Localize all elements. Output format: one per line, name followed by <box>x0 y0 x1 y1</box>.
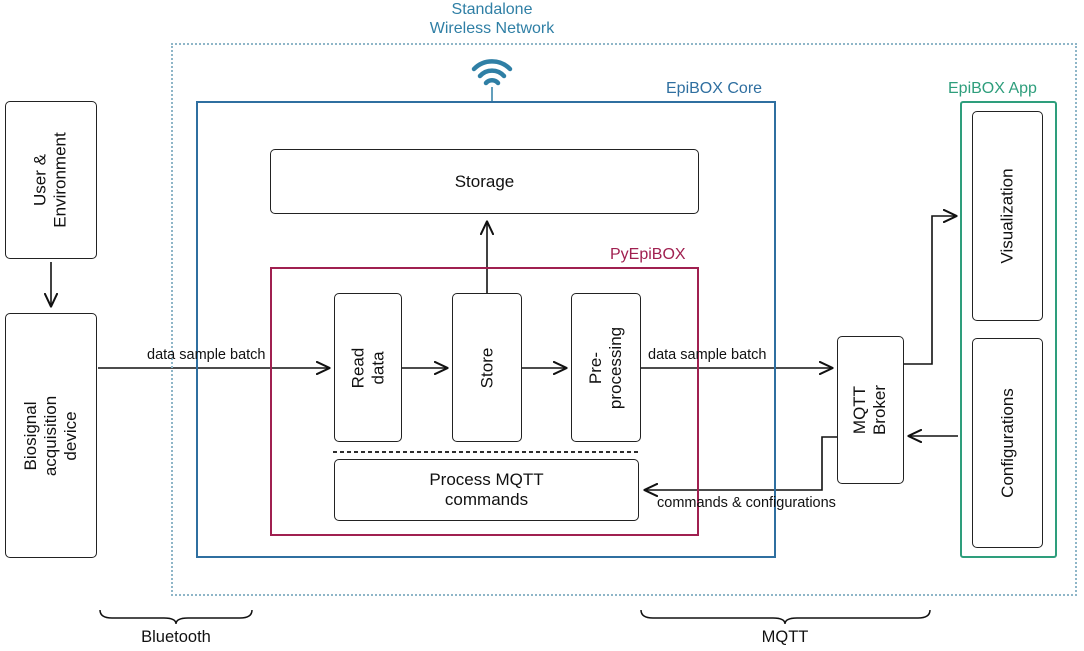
preprocessing-box: Pre- processing <box>571 293 641 442</box>
edge-label-output-batch: data sample batch <box>648 347 767 363</box>
store-box: Store <box>452 293 522 442</box>
user-environment-label: User & Environment <box>31 132 70 228</box>
bluetooth-brace <box>99 609 253 625</box>
mqtt-broker-label: MQTT Broker <box>850 384 890 436</box>
epibox-app-region <box>960 101 1057 558</box>
user-environment-box: User & Environment <box>5 101 97 259</box>
arrow-broker-to-visualization <box>904 216 956 365</box>
epibox-app-title: EpiBOX App <box>948 80 1037 97</box>
mqtt-brace <box>640 609 931 625</box>
bluetooth-label: Bluetooth <box>141 628 211 646</box>
process-mqtt-label: Process MQTT commands <box>429 470 544 509</box>
wireless-network-region <box>171 43 1077 596</box>
edge-label-commands: commands & configurations <box>657 495 836 511</box>
process-mqtt-box: Process MQTT commands <box>334 459 639 521</box>
epibox-core-region <box>196 101 776 558</box>
visualization-box: Visualization <box>972 111 1043 321</box>
wifi-icon <box>471 59 513 86</box>
mqtt-label: MQTT <box>761 628 809 646</box>
configurations-box: Configurations <box>972 338 1043 548</box>
storage-box: Storage <box>270 149 699 214</box>
pyepibox-region <box>270 267 699 536</box>
read-data-box: Read data <box>334 293 402 442</box>
store-label: Store <box>476 347 496 388</box>
biosignal-device-label: Biosignal acquisition device <box>21 395 80 476</box>
storage-label: Storage <box>454 171 515 191</box>
biosignal-device-box: Biosignal acquisition device <box>5 313 97 558</box>
pyepibox-title: PyEpiBOX <box>610 246 686 263</box>
epibox-core-title: EpiBOX Core <box>666 80 763 97</box>
preprocessing-label: Pre- processing <box>586 326 625 409</box>
arrow-broker-to-process-mqtt <box>645 436 837 490</box>
read-data-label: Read data <box>347 347 387 388</box>
edge-label-input-batch: data sample batch <box>147 347 266 363</box>
visualization-label: Visualization <box>997 168 1017 264</box>
wireless-network-title: Standalone Wireless Network <box>429 1 555 37</box>
mqtt-broker-box: MQTT Broker <box>837 336 904 484</box>
configurations-label: Configurations <box>997 388 1017 498</box>
